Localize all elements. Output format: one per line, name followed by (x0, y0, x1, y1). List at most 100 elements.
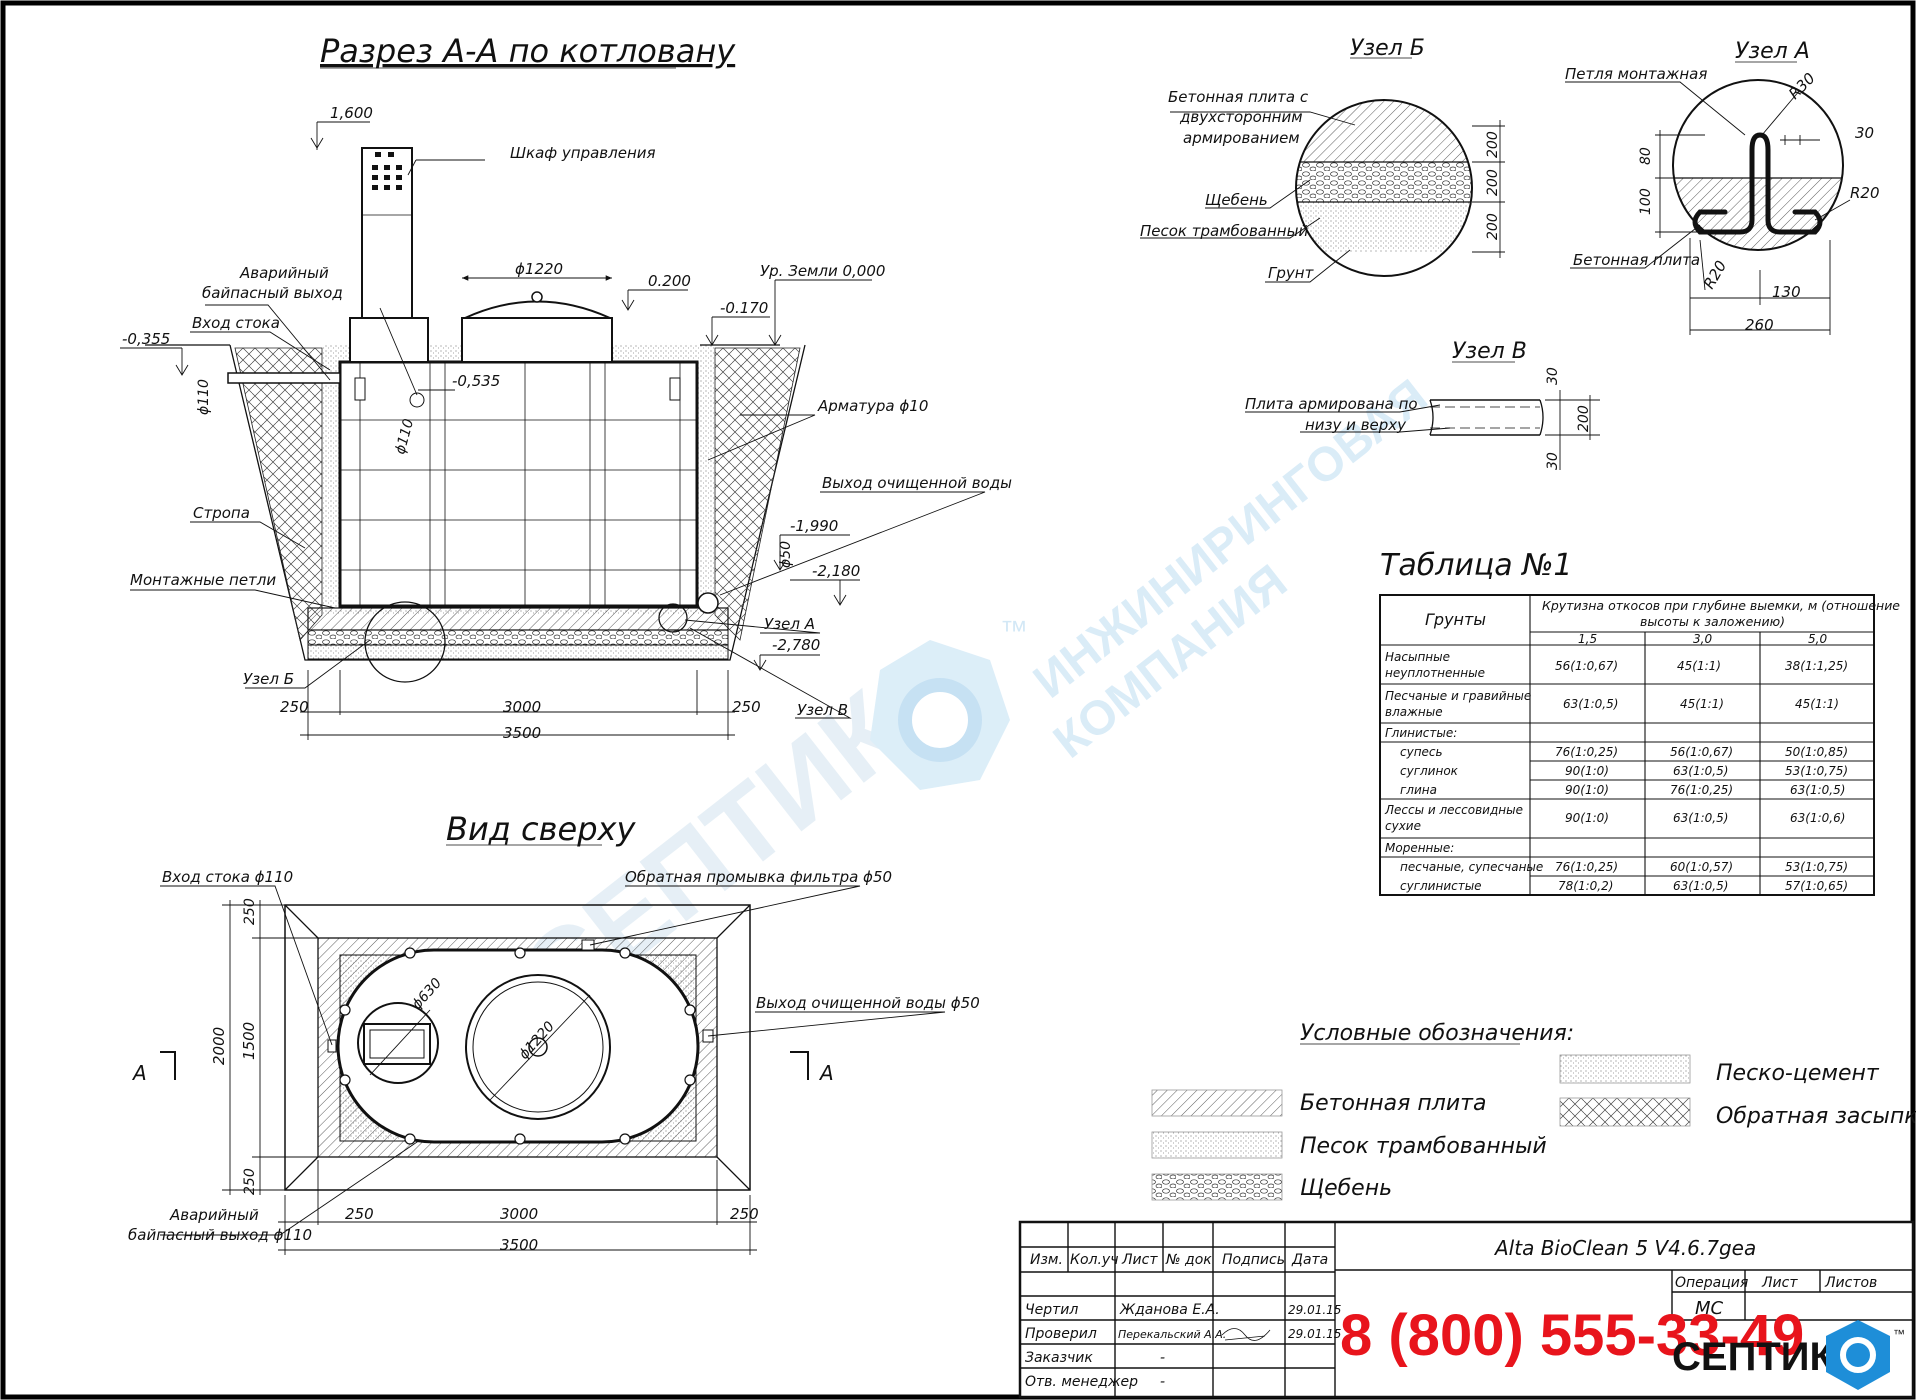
legend-swatch-sand (1151, 1131, 1283, 1159)
stamp-phone: 8 (800) 555-33-49 (1340, 1303, 1804, 1368)
legend-title: Условные обозначения: (1300, 1021, 1574, 1046)
row-4-name: суглинок (1400, 764, 1459, 778)
label-node-a: Узел А (764, 615, 815, 633)
row-4-v1: 90(1:0) (1565, 764, 1609, 778)
level-cabinet: 1,600 (330, 104, 373, 122)
table-depth-1: 1,5 (1578, 632, 1597, 646)
level-pit-top: -0.170 (720, 299, 768, 317)
top-view: Вид сверху ϕ630 ϕ1220 (128, 810, 980, 1255)
row-9-v1: 78(1:0,2) (1558, 879, 1613, 893)
row-6-v3: 63(1:0,6) (1790, 811, 1845, 825)
legend-concrete: Бетонная плита (1300, 1091, 1486, 1116)
h-dim-mid: 3000 (500, 1205, 538, 1223)
stamp-col-0: Изм. (1030, 1252, 1063, 1268)
row-9-v2: 63(1:0,5) (1673, 879, 1728, 893)
stamp-tm: ™ (1893, 1327, 1905, 1341)
row-5-v1: 90(1:0) (1565, 783, 1609, 797)
row-8-v2: 60(1:0,57) (1670, 860, 1733, 874)
row-1-v3: 45(1:1) (1795, 697, 1839, 711)
stamp-col-2: Лист (1121, 1252, 1158, 1268)
label-node-b: Узел Б (243, 670, 294, 688)
level-pit-bottom: -2,780 (772, 636, 820, 654)
node-b-dim-3: 200 (1485, 213, 1501, 240)
node-a-d30: 30 (1855, 124, 1874, 142)
v-dim-bot: 250 (242, 1168, 258, 1195)
table-head-slope-1: Крутизна откосов при глубине выемки, м (… (1542, 598, 1900, 613)
node-v-line1: Плита армирована по (1245, 395, 1418, 413)
node-a-d80: 80 (1638, 147, 1654, 165)
node-b-slab-3: армированием (1183, 129, 1300, 147)
row-6-name: Лессы и лессовидные (1384, 803, 1523, 817)
stamp-name-2: - (1160, 1350, 1165, 1366)
table-depth-2: 3,0 (1693, 632, 1712, 646)
table-depth-3: 5,0 (1808, 632, 1827, 646)
row-0-v3: 38(1:1,25) (1785, 659, 1848, 673)
node-b-detail: Узел Б 200 200 200 Бетонная плита с двух… (1140, 36, 1505, 283)
level-outlet: -1,990 (790, 517, 838, 535)
v-dim-total: 2000 (210, 1027, 228, 1065)
dim-left: 250 (280, 698, 309, 716)
stamp-role-2: Заказчик (1025, 1350, 1093, 1366)
legend-gravel: Щебень (1300, 1176, 1392, 1201)
stamp-name-1: Перекальский А.А. (1118, 1328, 1226, 1341)
level-ground: Ур. Земли 0,000 (760, 262, 885, 280)
label-inlet-110: Вход стока ϕ110 (162, 868, 293, 886)
row-1-name: Песчаные и гравийные (1385, 689, 1531, 703)
node-v-top: 30 (1545, 367, 1561, 385)
row-3-v3: 50(1:0,85) (1785, 745, 1848, 759)
node-a-circle (1672, 79, 1844, 251)
inlet-pipe (227, 372, 341, 384)
node-b-title: Узел Б (1350, 36, 1425, 61)
row-1-name-2: влажные (1385, 705, 1443, 719)
stamp-col-5: Дата (1291, 1252, 1328, 1268)
stamp-col-1: Кол.уч (1070, 1252, 1118, 1268)
row-6-v1: 90(1:0) (1565, 811, 1609, 825)
row-7-name: Моренные: (1385, 841, 1454, 855)
table-title: Таблица №1 (1380, 548, 1573, 583)
table-head-soil: Грунты (1425, 610, 1486, 629)
v-dim-mid: 1500 (240, 1022, 258, 1060)
stamp-name-0: Жданова Е.А. (1119, 1302, 1220, 1318)
septik-logo-icon (1826, 1320, 1890, 1390)
row-3-v2: 56(1:0,67) (1670, 745, 1733, 759)
legend-swatch-concrete (1151, 1089, 1283, 1117)
node-a-loop: Петля монтажная (1565, 65, 1707, 83)
node-b-dim-2: 200 (1485, 169, 1501, 196)
node-v-title: Узел В (1452, 339, 1527, 364)
v-dim-top: 250 (242, 898, 258, 925)
label-outlet-50: Выход очищенной воды ϕ50 (756, 994, 980, 1012)
row-6-name-2: сухие (1385, 819, 1421, 833)
row-3-v1: 76(1:0,25) (1555, 745, 1618, 759)
svg-text:™: ™ (1000, 615, 1028, 646)
legend-swatch-sandcement (1559, 1054, 1691, 1084)
node-b-gravel: Щебень (1205, 191, 1268, 209)
level-inlet: -0,355 (122, 330, 170, 348)
row-5-v3: 63(1:0,5) (1790, 783, 1845, 797)
stamp-op-head: Операция (1675, 1275, 1748, 1291)
label-backwash: Обратная промывка фильтра ϕ50 (625, 868, 892, 886)
node-a-r20a: R20 (1850, 184, 1880, 202)
stamp-col-4: Подпись (1222, 1252, 1285, 1268)
label-sling: Стропа (193, 504, 250, 522)
legend-backfill: Обратная засыпка (1716, 1104, 1916, 1129)
row-0-name: Насыпные (1385, 650, 1450, 664)
stamp-date-0: 29.01.15 (1288, 1303, 1341, 1317)
label-cabinet: Шкаф управления (510, 144, 656, 162)
legend: Условные обозначения: Бетонная плита Пес… (1151, 1021, 1916, 1201)
label-loops: Монтажные петли (130, 571, 276, 589)
h-dim-left: 250 (345, 1205, 374, 1223)
top-view-title: Вид сверху (446, 810, 636, 848)
node-a-detail: Узел А Петля монтажная Бетонная плита R3… (1565, 39, 1880, 335)
stamp-role-0: Чертил (1025, 1302, 1078, 1318)
slope-table: Таблица №1 Грунты Крутизна откосов при г… (1379, 548, 1900, 896)
title-block: Изм. Кол.уч Лист № док Подпись Дата Черт… (1018, 1220, 1915, 1399)
dim-mid: 3000 (503, 698, 541, 716)
stamp-product: Alta BioClean 5 V4.6.7gea (1493, 1236, 1756, 1260)
row-9-name: суглинистые (1400, 879, 1482, 893)
section-concrete-slab (307, 607, 729, 631)
node-b-slab-2: двухсторонним (1179, 108, 1303, 126)
pipe-110-label: ϕ110 (196, 379, 212, 415)
label-bypass-1: Аварийный (239, 264, 329, 282)
section-aa-title: Разрез А-А по котловану (320, 32, 736, 70)
